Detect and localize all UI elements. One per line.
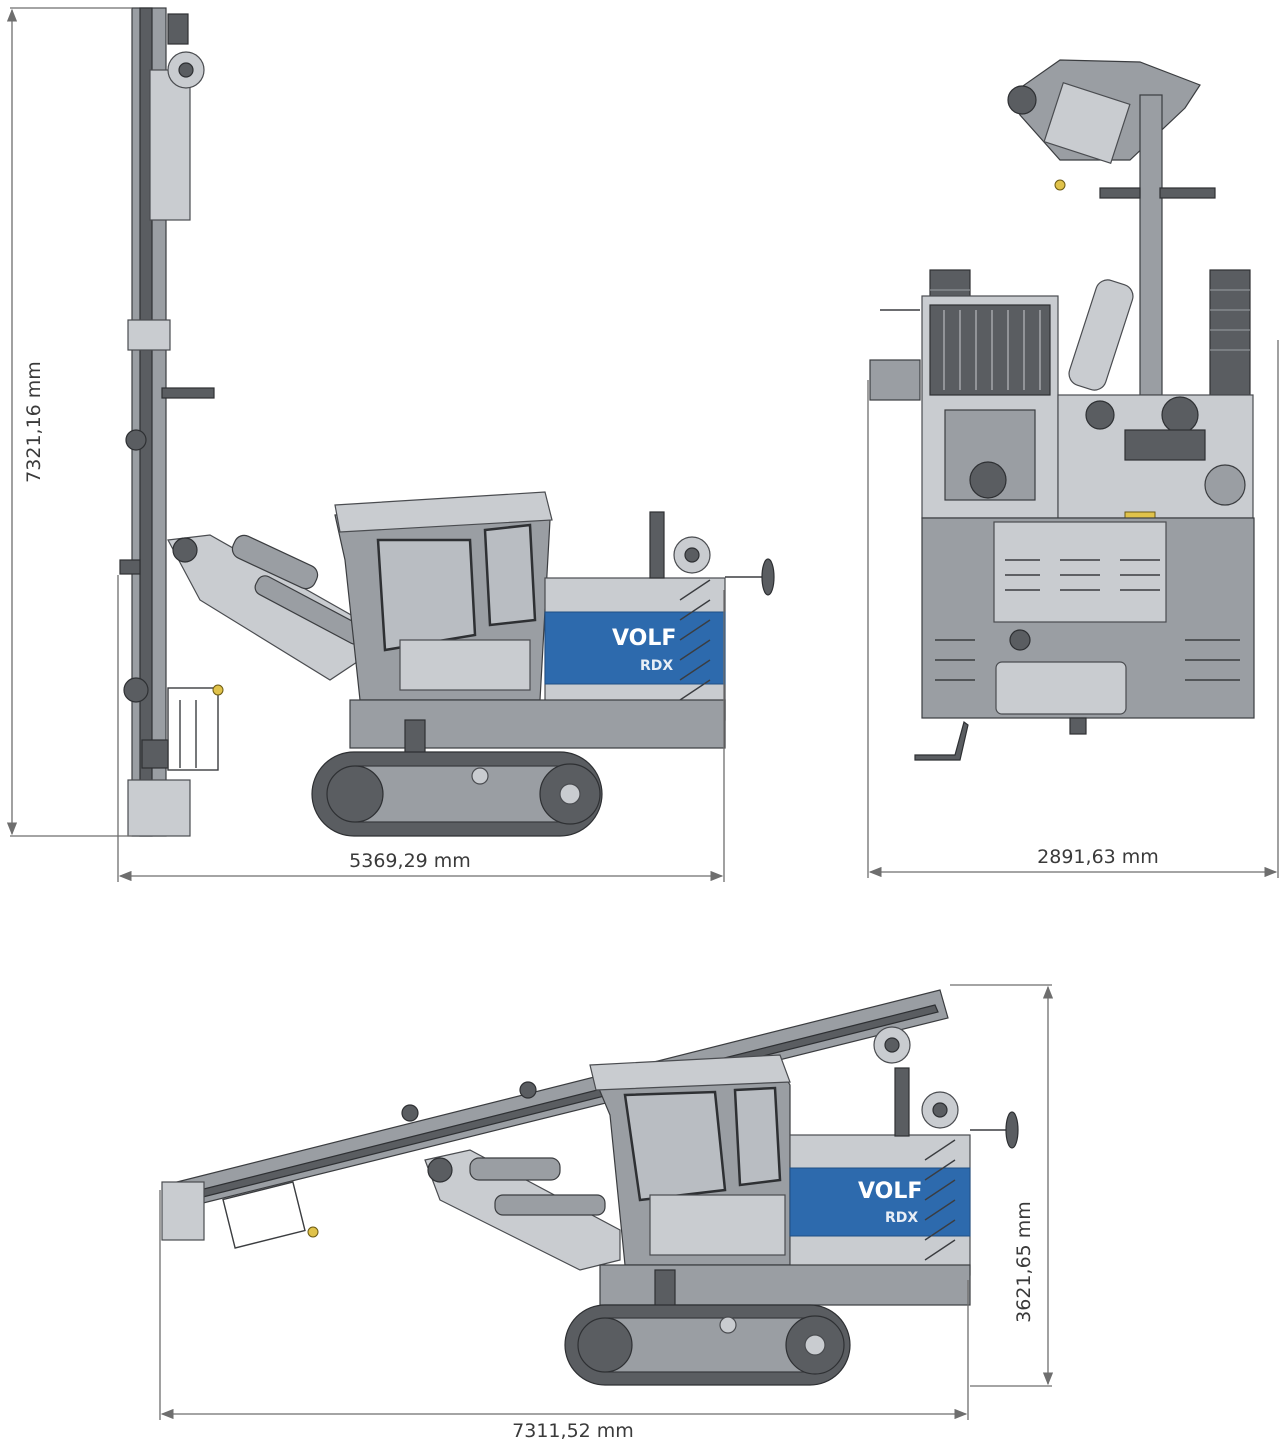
rear-width-label: 2891,63 mm [1037, 846, 1159, 868]
transport-height-label: 3621,65 mm [1013, 1201, 1035, 1323]
rear-view-width-dimension: 2891,63 mm [867, 340, 1279, 878]
transport-view-brand-logo: VOLF [858, 1179, 922, 1204]
transport-view-engine-housing: VOLF RDX [789, 1067, 1019, 1276]
transport-view-boom [424, 1149, 621, 1271]
transport-view-length-dimension: 7311,52 mm [159, 1190, 969, 1442]
transport-view-brand-sub: RDX [885, 1210, 918, 1226]
rear-view-mast-head [1007, 59, 1216, 396]
side-view-cab [334, 491, 553, 701]
side-height-label: 7321,16 mm [23, 361, 45, 483]
side-view-mast [119, 7, 224, 837]
transport-view-mast [161, 989, 949, 1249]
rear-view-cab [869, 295, 1059, 519]
rear-view-machinery [1057, 394, 1254, 525]
transport-length-label: 7311,52 mm [512, 1420, 634, 1442]
side-view-undercarriage [311, 699, 726, 837]
side-view-length-dimension: 5369,29 mm [117, 575, 725, 882]
rear-view-lower-body [914, 517, 1255, 761]
transport-view-height-dimension: 3621,65 mm [950, 984, 1054, 1387]
side-view-engine-housing: VOLF RDX [544, 511, 775, 721]
side-view-brand-logo: VOLF [612, 626, 676, 651]
side-view-vent-slots [679, 579, 711, 701]
transport-view-vent-slots [924, 1139, 956, 1261]
rear-view: 2891,63 mm [867, 59, 1279, 878]
transport-view: VOLF RDX [159, 984, 1054, 1442]
transport-view-undercarriage [564, 1264, 971, 1386]
side-view-brand-sub: RDX [640, 658, 673, 674]
side-view: VOLF RDX [6, 7, 775, 882]
side-view-height-dimension: 7321,16 mm [6, 7, 132, 837]
side-view-boom [167, 534, 366, 681]
transport-view-cab [589, 1054, 791, 1266]
side-length-label: 5369,29 mm [349, 850, 471, 872]
